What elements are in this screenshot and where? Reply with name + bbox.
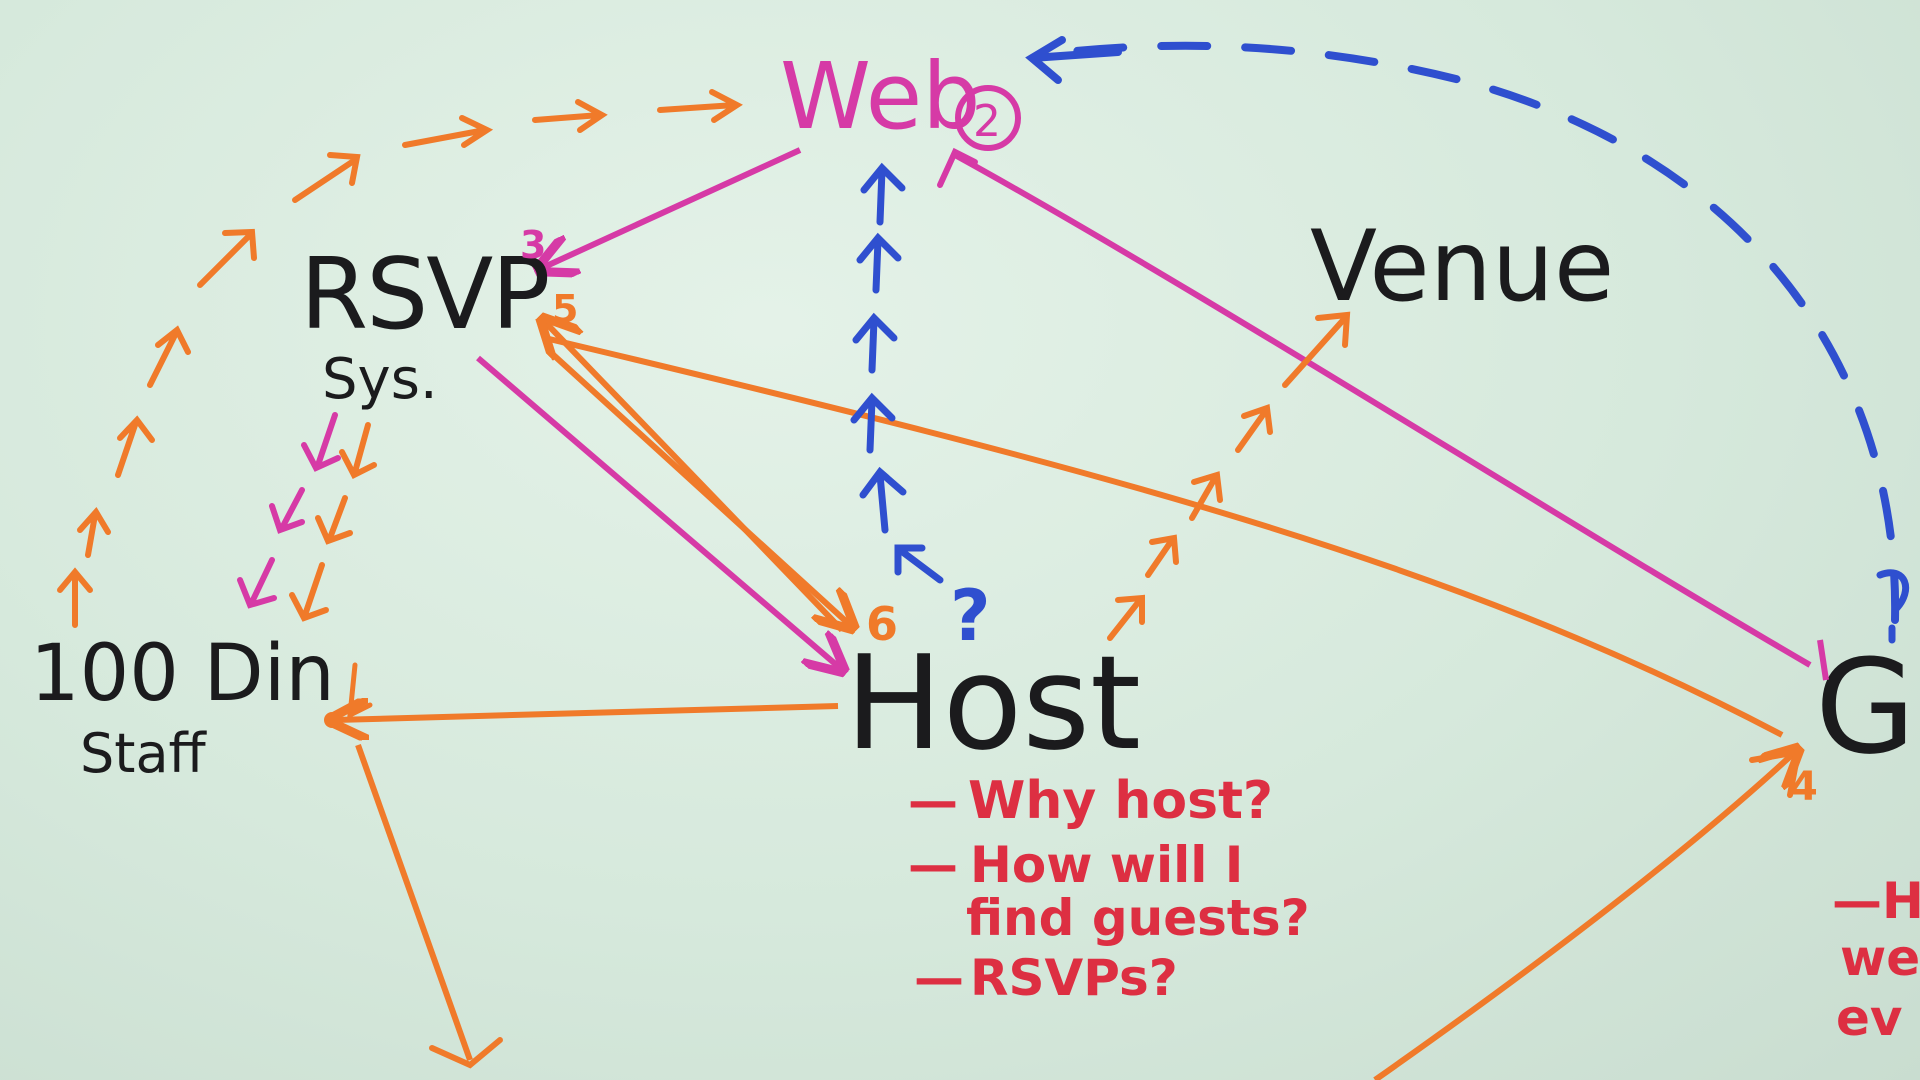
guest-blue-question bbox=[1876, 569, 1910, 644]
blue-arc-arrowhead bbox=[1025, 36, 1122, 84]
host-number: 6 bbox=[866, 597, 898, 651]
node-dinners-sub: Staff bbox=[80, 722, 208, 785]
host-note-dash: — bbox=[908, 772, 958, 830]
host-note-dash: — bbox=[908, 836, 958, 894]
guest-note: —H bbox=[1832, 872, 1920, 930]
edge-host-to-rsvp bbox=[545, 322, 845, 633]
guest-notes-partial: —H we ev bbox=[1832, 872, 1920, 1047]
edge-web-to-rsvp bbox=[542, 147, 802, 268]
node-dinners[interactable]: 100 Din bbox=[30, 629, 335, 719]
guest-note: we bbox=[1840, 929, 1920, 987]
edge-host-to-dinners bbox=[335, 706, 839, 720]
blue-host-to-web bbox=[850, 162, 944, 584]
host-note-text: Why host? bbox=[968, 771, 1273, 831]
orange-arrow-chain bbox=[57, 89, 743, 628]
node-guest-partial[interactable]: G bbox=[1815, 631, 1916, 783]
host-note-dash: — bbox=[914, 949, 964, 1007]
orange-host-to-venue bbox=[1107, 311, 1351, 641]
orange-down-chain bbox=[289, 422, 377, 622]
edge-dinners-down bbox=[355, 743, 473, 1062]
rsvp-number-magenta: 3 bbox=[520, 223, 546, 267]
web-badge-circle bbox=[955, 85, 1021, 151]
guest-number: 4 bbox=[1790, 764, 1818, 810]
edge-guest-to-rsvp bbox=[544, 335, 1784, 738]
guest-magenta-tick bbox=[1817, 639, 1829, 681]
node-rsvp[interactable]: RSVP bbox=[300, 238, 550, 352]
blue-dashed-arc bbox=[1036, 41, 1900, 624]
edge-web-to-guest bbox=[953, 152, 1812, 668]
edge-rsvp-to-host bbox=[476, 355, 840, 668]
node-venue[interactable]: Venue bbox=[1310, 210, 1614, 324]
host-note-text: How will I bbox=[970, 836, 1243, 894]
host-question-mark: ? bbox=[950, 575, 991, 657]
host-note-text: RSVPs? bbox=[970, 949, 1178, 1007]
node-rsvp-sub: Sys. bbox=[322, 347, 438, 412]
edge-rsvp-to-host-orange bbox=[545, 347, 850, 625]
host-note-text: find guests? bbox=[966, 889, 1310, 947]
web-badge: 2 bbox=[973, 96, 1001, 147]
node-host[interactable]: Host bbox=[845, 627, 1141, 779]
guest-note: ev bbox=[1836, 989, 1903, 1047]
host-notes: — Why host? — How will I find guests? — … bbox=[908, 771, 1310, 1007]
edge-bottom-to-guest bbox=[1373, 752, 1795, 1080]
node-web[interactable]: Web bbox=[780, 43, 981, 150]
rsvp-number-orange: 5 bbox=[552, 287, 578, 331]
magenta-arrow-chain bbox=[237, 412, 341, 609]
